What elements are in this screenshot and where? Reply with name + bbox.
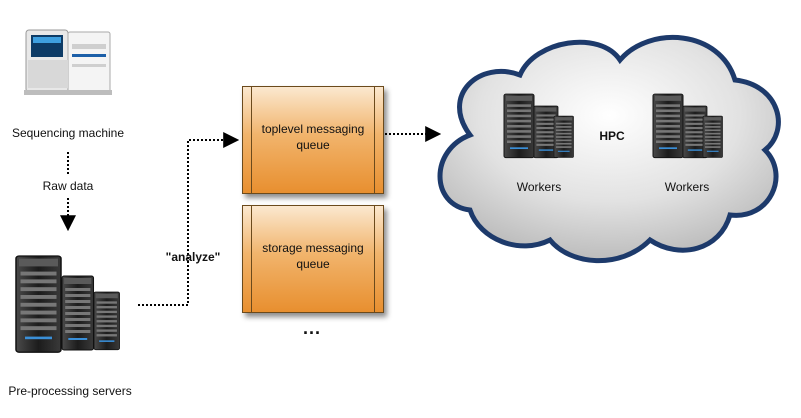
preprocessing-servers-label: Pre-processing servers [8, 384, 132, 398]
queue-right-bar [374, 206, 383, 312]
more-queues-ellipsis: ... [302, 318, 321, 338]
queue-left-bar [243, 206, 252, 312]
hpc-cloud [437, 35, 781, 264]
queue-label: toplevel messaging queue [261, 122, 365, 152]
toplevel-messaging-queue: toplevel messaging queue [242, 86, 384, 194]
raw-data-label: Raw data [42, 179, 94, 193]
queue-label: storage messaging queue [262, 241, 364, 271]
sequencing-machine-label: Sequencing machine [11, 126, 125, 140]
queue-left-bar [243, 87, 252, 193]
workers-left-label: Workers [516, 180, 562, 194]
hpc-label: HPC [599, 129, 625, 143]
storage-messaging-queue: storage messaging queue [242, 205, 384, 313]
analyze-label: "analyze" [165, 250, 221, 264]
workers-right-label: Workers [664, 180, 710, 194]
queue-right-bar [374, 87, 383, 193]
analyze-arrow [138, 132, 240, 306]
preprocessing-servers-icon [15, 255, 120, 353]
sequencing-machine-icon [24, 29, 112, 95]
